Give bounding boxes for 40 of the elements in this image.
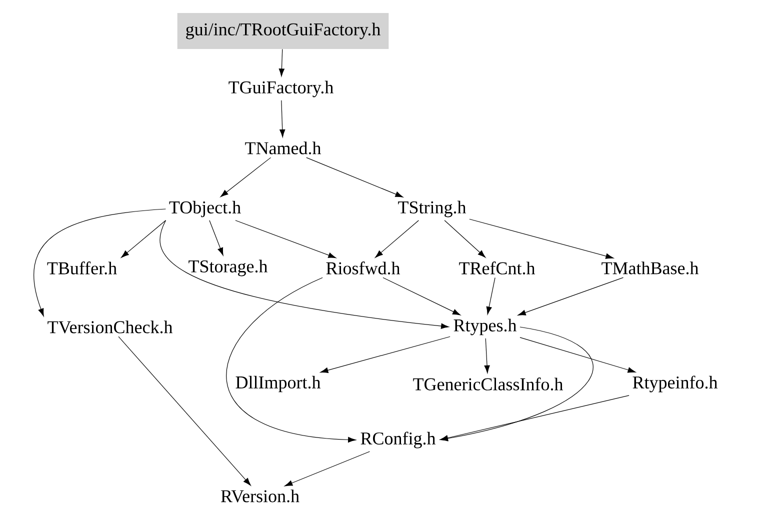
file-label: TStorage.h [188, 260, 268, 276]
file-label: Rtypes.h [454, 318, 517, 336]
file-label: TVersionCheck.h [48, 320, 173, 334]
arrow [220, 157, 272, 198]
file-label: Rtypeinfo.h [632, 376, 718, 392]
arrow [484, 338, 490, 374]
arrow [520, 337, 636, 373]
file-label: TBuffer.h [47, 262, 117, 274]
arrow [280, 100, 286, 138]
arrow [306, 157, 404, 198]
file-label: TString.h [398, 200, 466, 218]
arrow [209, 220, 224, 256]
file-label: TGuiFactory.h [228, 80, 334, 98]
arrow [284, 451, 370, 486]
arrow [469, 218, 614, 259]
arrow [440, 326, 594, 442]
arrow [518, 277, 624, 316]
arrow [121, 220, 166, 258]
file-label: TGenericClassInfo.h [413, 378, 563, 390]
arrow [375, 220, 419, 258]
file-label: TMathBase.h [602, 262, 699, 274]
file-label: RConfig.h [360, 432, 436, 448]
file-box: gui/inc/TRootGuiFactory.h [177, 13, 389, 49]
arrow [160, 220, 449, 329]
arrow [226, 277, 356, 443]
file-label: DllImport.h [236, 376, 321, 392]
arrow [278, 48, 284, 77]
arrow [486, 277, 496, 315]
file-label: TNamed.h [245, 142, 322, 154]
file-label: Riosfwd.h [326, 262, 400, 274]
arrow [118, 336, 251, 486]
file-label: TObject.h [169, 200, 241, 218]
file-label: RVersion.h [221, 490, 300, 502]
arrow [34, 208, 166, 316]
file-label: TRefCnt.h [459, 262, 536, 274]
arrow [235, 220, 336, 258]
arrow [444, 220, 486, 258]
arrow [440, 395, 630, 441]
arrow [320, 336, 450, 374]
arrow [382, 277, 461, 316]
